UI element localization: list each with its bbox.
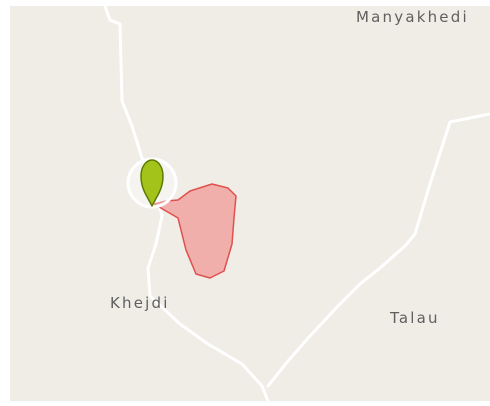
map-view[interactable]: Manyakhedi Khejdi Talau [10,6,490,401]
map-pin-icon [140,159,164,207]
map-land [10,6,490,401]
place-label-talau: Talau [390,309,440,327]
road-east [266,112,490,388]
place-label-manyakhedi: Manyakhedi [356,8,469,26]
highlighted-area[interactable] [153,183,237,279]
location-marker[interactable] [126,157,178,209]
road-north-south [103,6,270,401]
place-label-khejdi: Khejdi [110,294,170,312]
map-canvas[interactable] [10,6,490,401]
